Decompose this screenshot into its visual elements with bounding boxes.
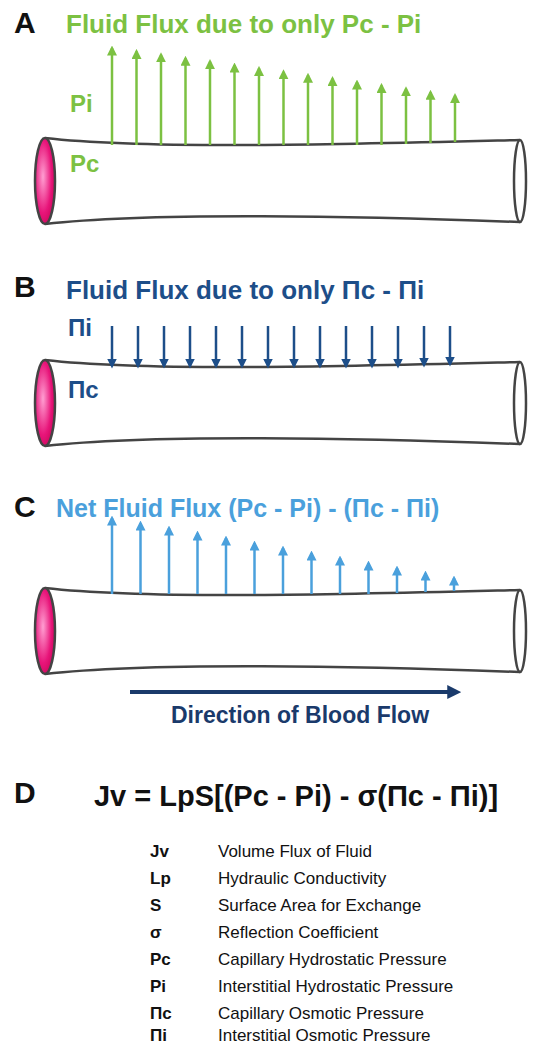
- symbol-cell: Lp: [150, 869, 200, 889]
- symbol-cell: Jv: [150, 842, 200, 862]
- definition-cell: Capillary Osmotic Pressure: [218, 1004, 538, 1024]
- capillary-tube: [35, 588, 526, 674]
- definition-cell: Interstitial Osmotic Pressure: [218, 1026, 538, 1046]
- symbol-cell: Pc: [150, 950, 200, 970]
- panel-title: Fluid Flux due to only Pc - Pi: [66, 10, 536, 40]
- symbol-cell: Πc: [150, 1004, 200, 1024]
- panel-letter: D: [14, 776, 54, 811]
- definition-cell: Reflection Coefficient: [218, 923, 538, 943]
- symbol-cell: S: [150, 896, 200, 916]
- flow-label: Direction of Blood Flow: [100, 702, 500, 728]
- blood-flow-arrow: [130, 690, 456, 694]
- definition-cell: Capillary Hydrostatic Pressure: [218, 950, 538, 970]
- capillary-tube: [35, 360, 526, 446]
- panel-letter: A: [14, 6, 54, 41]
- symbol-cell: Πi: [150, 1026, 200, 1046]
- definition-cell: Surface Area for Exchange: [218, 896, 538, 916]
- definition-cell: Interstitial Hydrostatic Pressure: [218, 977, 538, 997]
- pressure-label: Pi: [70, 90, 110, 118]
- symbol-cell: σ: [150, 923, 200, 943]
- symbol-cell: Pi: [150, 977, 200, 997]
- panel-title: Net Fluid Flux (Pc - Pi) - (Πc - Πi): [56, 494, 546, 523]
- flux-arrows: [112, 48, 455, 145]
- definition-cell: Hydraulic Conductivity: [218, 869, 538, 889]
- flux-arrows: [112, 326, 450, 366]
- pressure-label: Πc: [68, 376, 108, 404]
- capillary-tube: [35, 138, 526, 224]
- panel-title: Fluid Flux due to only Πc - Πi: [66, 276, 536, 306]
- equation: Jv = LpS[(Pc - Pi) - σ(Πc - Πi)]: [46, 780, 546, 813]
- pressure-label: Pc: [70, 150, 110, 178]
- pressure-label: Πi: [68, 314, 108, 342]
- flux-arrows: [112, 518, 454, 594]
- panel-letter: B: [14, 270, 54, 305]
- panel-letter: C: [14, 490, 54, 525]
- definition-cell: Volume Flux of Fluid: [218, 842, 538, 862]
